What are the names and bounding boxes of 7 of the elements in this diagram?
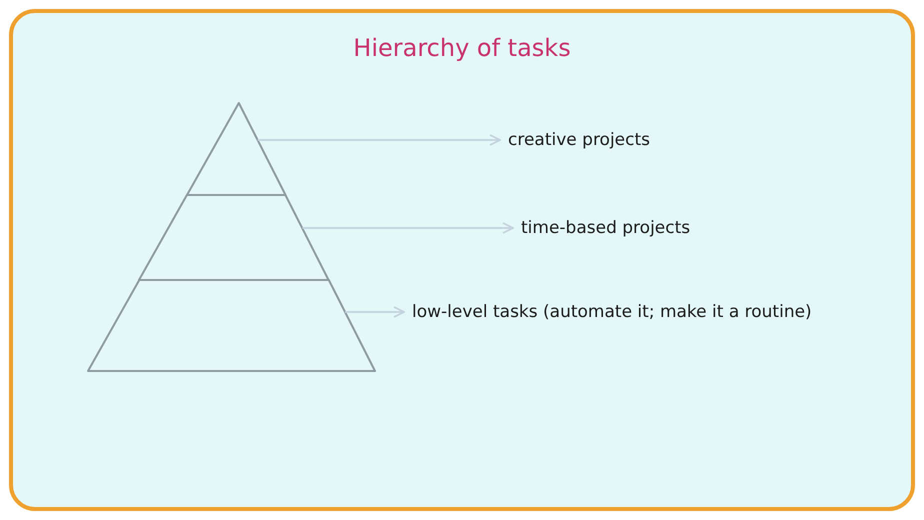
title: Hierarchy of tasks: [353, 34, 571, 62]
arrow: [258, 134, 501, 146]
tier-label: low-level tasks (automate it; make it a routine): [412, 300, 812, 324]
arrow: [345, 306, 405, 318]
tier-label: time-based projects: [521, 216, 690, 240]
arrow: [302, 222, 514, 234]
tier-label: creative projects: [508, 128, 650, 152]
